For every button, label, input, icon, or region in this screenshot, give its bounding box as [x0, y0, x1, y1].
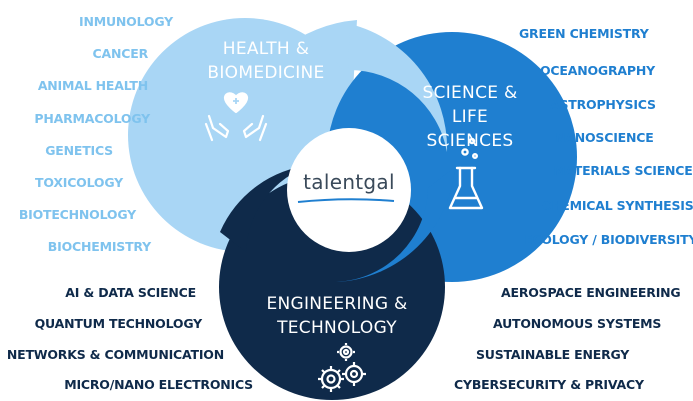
health-overlap-swirl	[348, 24, 448, 152]
engineering-item-quantum: QUANTUM TECHNOLOGY	[34, 316, 203, 331]
science-item-green-chemistry: GREEN CHEMISTRY	[519, 26, 649, 41]
health-item-biochemistry: BIOCHEMISTRY	[47, 239, 151, 254]
science-item-oceanography: OCEANOGRAPHY	[540, 63, 655, 78]
engineering-item-sustainable: SUSTAINABLE ENERGY	[476, 347, 630, 362]
health-item-cancer: CANCER	[92, 46, 149, 61]
science-item-chemical-synthesis: CHEMICAL SYNTHESIS	[542, 198, 693, 213]
science-item-astrophysics: ASTROPHYSICS	[550, 97, 656, 112]
science-overlap-swirl	[336, 167, 455, 282]
engineering-title-line1: ENGINEERING &	[266, 294, 408, 314]
engineering-title-line2: TECHNOLOGY	[277, 318, 397, 338]
logo-swoosh-icon	[297, 198, 395, 203]
flask-icon	[448, 137, 484, 210]
health-item-genetics: GENETICS	[45, 143, 113, 158]
science-item-materials-science: MATERIALS SCIENCE	[553, 163, 693, 178]
health-item-pharmacology: PHARMACOLOGY	[34, 111, 150, 126]
engineering-item-cybersecurity: CYBERSECURITY & PRIVACY	[454, 377, 644, 392]
science-title-line1: SCIENCE &	[422, 83, 518, 103]
engineering-item-aerospace: AEROSPACE ENGINEERING	[501, 285, 681, 300]
engineering-item-micro-nano: MICRO/NANO ELECTRONICS	[64, 377, 253, 392]
health-item-biotechnology: BIOTECHNOLOGY	[18, 207, 136, 222]
health-item-animal-health: ANIMAL HEALTH	[37, 78, 148, 93]
gears-icon	[318, 343, 366, 392]
science-title-line2: LIFE	[451, 107, 489, 127]
health-item-toxicology: TOXICOLOGY	[35, 175, 123, 190]
science-item-nanoscience: NANOSCIENCE	[555, 130, 654, 145]
health-title-line1: HEALTH &	[222, 39, 310, 59]
talentgal-logo: talentgal	[303, 170, 395, 194]
engineering-item-networks: NETWORKS & COMMUNICATION	[6, 347, 224, 362]
science-title-line3: SCIENCES	[426, 131, 514, 151]
science-item-ecology: ECOLOGY / BIODIVERSITY	[524, 232, 693, 247]
health-item-inmunology: INMUNOLOGY	[79, 14, 173, 29]
health-title-line2: BIOMEDICINE	[207, 63, 325, 83]
center-disc	[287, 128, 411, 252]
engineering-item-autonomous: AUTONOMOUS SYSTEMS	[493, 316, 662, 331]
engineering-item-ai-data-science: AI & DATA SCIENCE	[65, 285, 196, 300]
engineering-overlap-swirl	[220, 165, 312, 252]
